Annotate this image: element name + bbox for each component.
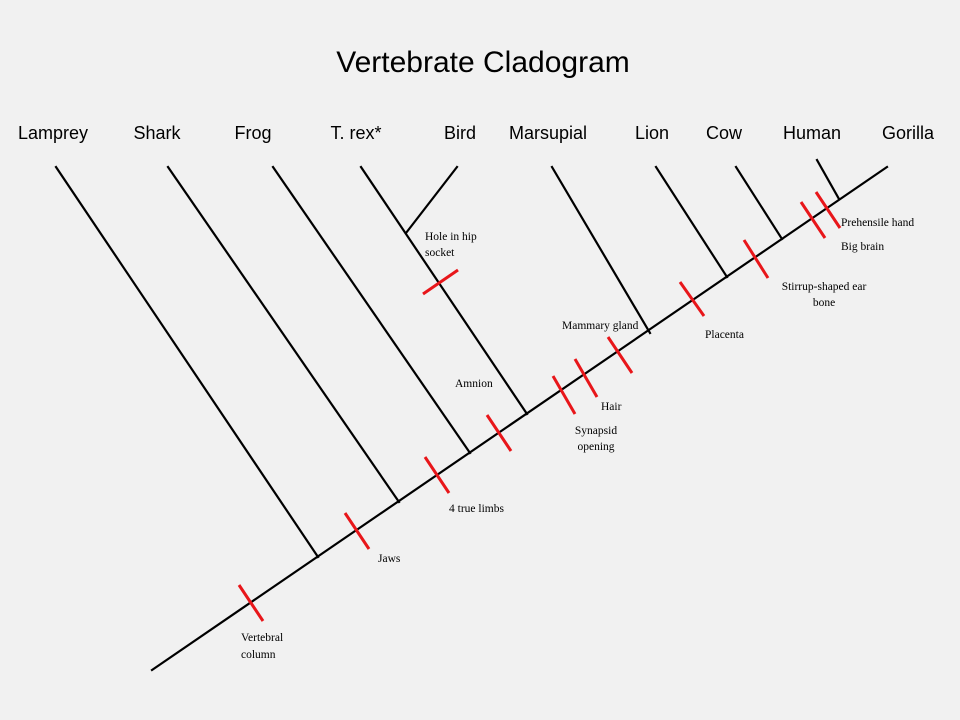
branch-bird — [404, 165, 459, 235]
trait-label-vertebral-column-line1: Vertebral — [241, 632, 283, 644]
trait-label-hole-in-hip-socket-line2: socket — [425, 247, 455, 259]
tree-branches — [54, 158, 889, 672]
branch-lamprey — [54, 165, 320, 559]
trait-ticks — [237, 191, 842, 622]
tick-four-true-limbs — [423, 456, 451, 494]
trait-label-stirrup-shaped-ear-bone-line1: Stirrup-shaped ear — [782, 281, 867, 293]
taxon-label-shark: Shark — [133, 123, 181, 143]
trait-label-amnion: Amnion — [455, 378, 493, 390]
trait-label-synapsid-opening-line1: Synapsid — [575, 425, 617, 437]
taxon-label-lamprey: Lamprey — [18, 123, 88, 143]
tick-hair — [573, 358, 599, 398]
tick-jaws — [343, 512, 371, 550]
trait-label-vertebral-column-line2: column — [241, 649, 276, 661]
branch-frog — [271, 165, 472, 455]
branch-human — [815, 158, 841, 201]
trait-label-hole-in-hip-socket-line1: Hole in hip — [425, 231, 477, 243]
taxon-label-lion: Lion — [635, 123, 669, 143]
branch-marsupial — [550, 165, 652, 335]
tick-vertebral-column — [237, 584, 265, 622]
trait-label-placenta: Placenta — [705, 329, 744, 341]
taxon-label-human: Human — [783, 123, 841, 143]
taxon-label-marsupial: Marsupial — [509, 123, 587, 143]
tick-big-brain — [799, 201, 827, 239]
tick-amnion — [485, 414, 513, 452]
trait-label-jaws: Jaws — [378, 553, 401, 565]
tick-placenta — [678, 281, 706, 317]
branch-lion — [654, 165, 729, 279]
trait-label-hair: Hair — [601, 401, 622, 413]
trait-label-stirrup-shaped-ear-bone-line2: bone — [813, 297, 835, 309]
tick-stirrup-shaped-ear-bone — [742, 239, 770, 279]
taxon-label-gorilla: Gorilla — [882, 123, 935, 143]
trait-labels: Vertebral column Jaws 4 true limbs Amnio… — [241, 217, 914, 661]
taxon-labels: Lamprey Shark Frog T. rex* Bird Marsupia… — [18, 123, 935, 143]
trait-label-synapsid-opening-line2: opening — [577, 441, 614, 453]
diagram-title: Vertebrate Cladogram — [336, 46, 630, 79]
trait-label-mammary-gland: Mammary gland — [562, 320, 639, 332]
tick-prehensile-hand — [814, 191, 842, 229]
branch-cow — [734, 165, 784, 241]
trait-label-four-true-limbs: 4 true limbs — [449, 503, 504, 515]
taxon-label-cow: Cow — [706, 123, 743, 143]
taxon-label-frog: Frog — [234, 123, 271, 143]
trait-label-big-brain: Big brain — [841, 241, 884, 253]
branch-shark — [166, 165, 401, 504]
trait-label-prehensile-hand: Prehensile hand — [841, 217, 914, 229]
tick-synapsid-opening — [551, 375, 577, 415]
branch-trex-bird-clade — [359, 165, 529, 416]
taxon-label-bird: Bird — [444, 123, 476, 143]
tick-mammary-gland — [606, 336, 634, 374]
taxon-label-trex: T. rex* — [330, 123, 381, 143]
tick-hole-in-hip-socket — [422, 268, 459, 296]
main-trunk — [150, 165, 889, 672]
